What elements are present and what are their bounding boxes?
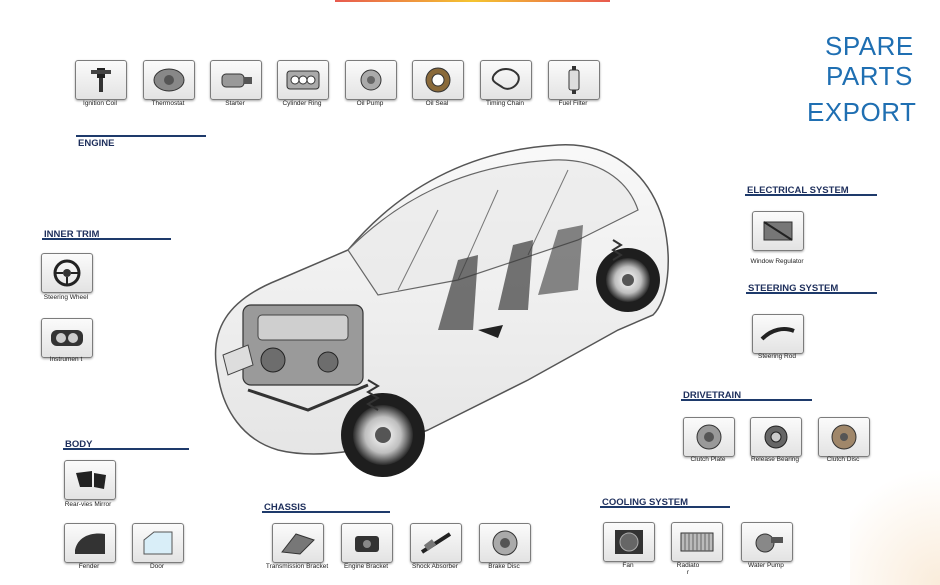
title-line-3: EXPORT [807, 97, 917, 127]
part-label: Rear-vies Mirror [64, 501, 112, 508]
steering-wheel-icon[interactable] [41, 253, 93, 293]
section-inner-trim: INNER TRIM [42, 229, 171, 240]
part-label: Engine Bracket [343, 563, 389, 570]
title-line-2: PARTS [826, 61, 913, 91]
part-label: Steering Wheel [43, 294, 89, 301]
ignition-coil-icon[interactable] [75, 60, 127, 100]
section-electrical-label: ELECTRICAL SYSTEM [747, 185, 849, 196]
window-regulator-icon[interactable] [752, 211, 804, 251]
starter-icon[interactable] [210, 60, 262, 100]
title-line-1: SPARE [825, 31, 914, 61]
section-cooling: COOLING SYSTEM [600, 497, 730, 508]
door-icon[interactable] [132, 523, 184, 563]
steering-rod-icon[interactable] [752, 314, 804, 354]
cylinder-ring-icon[interactable] [277, 60, 329, 100]
clutch-disc-icon[interactable] [818, 417, 870, 457]
part-label: Instrumen t [49, 356, 83, 363]
part-label: Oil Pump [356, 100, 384, 107]
release-bearing-icon[interactable] [750, 417, 802, 457]
fender-icon[interactable] [64, 523, 116, 563]
section-chassis: CHASSIS [262, 502, 390, 513]
section-body: BODY [63, 439, 189, 450]
section-drivetrain-label: DRIVETRAIN [683, 390, 742, 401]
part-label: Door [149, 563, 165, 570]
part-label: Fuel Filter [558, 100, 588, 107]
engine-bracket-icon[interactable] [341, 523, 393, 563]
part-label: Timing Chain [485, 100, 525, 107]
part-label: Oil Seal [425, 100, 449, 107]
part-label: Release Bearing [750, 456, 800, 463]
section-engine-label: ENGINE [78, 138, 115, 149]
part-label: Thermostat [151, 100, 185, 107]
clutch-plate-icon[interactable] [683, 417, 735, 457]
part-label: Radiato r [676, 562, 700, 577]
brake-disc-icon[interactable] [479, 523, 531, 563]
background-glow [850, 445, 940, 585]
section-engine: ENGINE [76, 135, 206, 149]
part-label: Clutch Disc [826, 456, 860, 463]
section-drivetrain: DRIVETRAIN [681, 390, 812, 401]
fuel-filter-icon[interactable] [548, 60, 600, 100]
part-label: Fender [78, 563, 100, 570]
thermostat-icon[interactable] [143, 60, 195, 100]
part-label: Ignition Coil [83, 100, 117, 107]
mirror-icon[interactable] [64, 460, 116, 500]
timing-chain-icon[interactable] [480, 60, 532, 100]
instrument-icon[interactable] [41, 318, 93, 358]
oil-pump-icon[interactable] [345, 60, 397, 100]
car-cutaway-illustration [214, 144, 669, 477]
part-label: Fan [622, 562, 634, 569]
part-label: Shock Absorber [412, 563, 458, 570]
section-steering-label: STEERING SYSTEM [748, 283, 839, 294]
section-cooling-label: COOLING SYSTEM [602, 497, 689, 508]
shock-absorber-icon[interactable] [410, 523, 462, 563]
water-pump-icon[interactable] [741, 522, 793, 562]
part-label: Transmission Bracket [265, 563, 329, 570]
section-inner-trim-label: INNER TRIM [44, 229, 100, 240]
part-label: Brake Disc [488, 563, 520, 570]
transmission-bracket-icon[interactable] [272, 523, 324, 563]
section-chassis-label: CHASSIS [264, 502, 307, 513]
fan-icon[interactable] [603, 522, 655, 562]
part-label: Window Regulator [750, 258, 804, 265]
part-label: Water Pump [748, 562, 784, 569]
part-label: Clutch Plate [690, 456, 726, 463]
top-accent-bar [335, 0, 610, 2]
section-electrical: ELECTRICAL SYSTEM [745, 185, 877, 196]
part-label: Starter [225, 100, 245, 107]
radiator-icon[interactable] [671, 522, 723, 562]
section-body-label: BODY [65, 439, 93, 450]
part-label: Cylinder Ring [282, 100, 322, 107]
section-steering: STEERING SYSTEM [746, 283, 877, 294]
part-label: Steering Rod [758, 353, 796, 360]
oil-seal-icon[interactable] [412, 60, 464, 100]
